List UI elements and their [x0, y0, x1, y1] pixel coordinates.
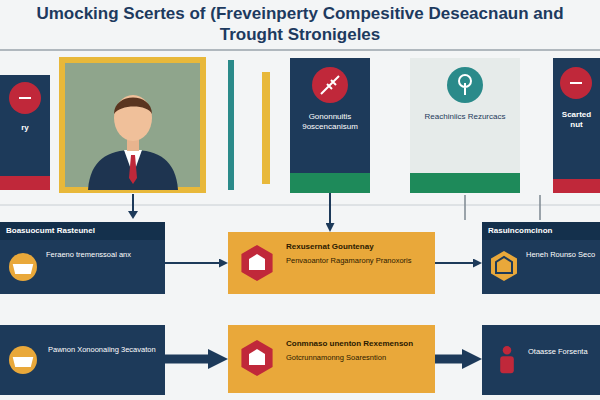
box-body: Penvaoantor Ragamarony Pranoxoris: [228, 254, 435, 273]
box-icon: [8, 252, 38, 282]
box-heading: Rasuincomcinon: [482, 222, 600, 240]
box-heading: Gononnuitis 9oscencanisum: [290, 58, 370, 137]
hexagon-icon: [491, 251, 517, 281]
info-box: Scarted nut: [553, 58, 600, 193]
box-icon: [311, 66, 349, 104]
box-body: Feraeno tremenssoal anx: [0, 240, 165, 267]
box-heading: Scarted nut: [553, 58, 600, 135]
circle-icon: [560, 67, 592, 99]
divider-bar: [228, 60, 234, 190]
divider-bar: [262, 72, 270, 184]
person-hair: [114, 98, 152, 115]
icon-glyph: [14, 265, 32, 273]
icon-glyph: [249, 254, 265, 270]
flow-arrow: [165, 355, 208, 364]
box-heading: Otaasse Forsenta: [482, 325, 600, 364]
diagram-title: Umocking Scertes of (Freveinperty Compes…: [20, 3, 580, 45]
box-icon: [8, 81, 42, 115]
box-heading: Boasuocumt Rasteunel: [0, 222, 165, 240]
info-box: Otaasse Forsenta: [482, 325, 600, 395]
hexagon-icon: [241, 245, 272, 281]
icon-glyph: [14, 358, 32, 366]
icon-glyph: [321, 76, 339, 94]
circle-icon: [9, 253, 37, 281]
flow-arrow: [165, 262, 219, 264]
info-box: Pawnon Xonoonaiing 3ecavaton: [0, 325, 165, 395]
box-icon: [488, 250, 520, 282]
person-icon: [503, 346, 512, 355]
decor-line: [464, 195, 466, 220]
box-icon: [446, 66, 484, 104]
info-box: Gononnuitis 9oscencanisum: [290, 58, 370, 193]
box-icon: [238, 339, 276, 377]
box-heading: Rexusernat Gountenay: [228, 232, 435, 254]
icon-glyph: [459, 75, 471, 95]
flow-arrow: [435, 355, 462, 364]
circle-icon: [312, 67, 348, 103]
box-body: Heneh Rounso Seco: [482, 240, 600, 267]
info-box: Boasuocumt RasteunelFeraeno tremenssoal …: [0, 222, 165, 294]
person-head: [114, 95, 152, 141]
circle-icon: [447, 67, 483, 103]
portrait-frame: [62, 60, 203, 190]
box-heading: ry: [0, 75, 50, 139]
portrait-arrowhead: [128, 211, 138, 219]
person-tie: [129, 155, 137, 184]
box-heading: Conmnaso unenton Rexemenson: [228, 325, 435, 351]
box-icon: [238, 244, 276, 282]
box-heading: Reachiniics Rezurcacs: [410, 58, 520, 128]
box-body: Gotcrunnamonng Soaresntion: [228, 351, 435, 370]
flow-arrow: [329, 193, 331, 223]
icon-glyph: [249, 349, 265, 365]
hexagon-icon: [241, 340, 272, 376]
info-box: RasuincomcinonHeneh Rounso Seco: [482, 222, 600, 294]
box-icon: [490, 341, 524, 375]
frame-line: [0, 205, 600, 206]
box-icon: [559, 66, 593, 100]
icon-glyph: [496, 257, 512, 273]
portrait-arrow: [132, 194, 134, 212]
info-box: Conmnaso unenton RexemensonGotcrunnamonn…: [228, 325, 435, 393]
icon-glyph: [570, 82, 582, 84]
info-box: Rexusernat GountenayPenvaoantor Ragamaro…: [228, 232, 435, 294]
person-suit: [88, 150, 178, 190]
info-box: Reachiniics Rezurcacs: [410, 58, 520, 193]
box-icon: [8, 345, 38, 375]
flow-arrow: [435, 262, 473, 264]
circle-icon: [9, 346, 37, 374]
frame-line: [0, 49, 600, 51]
person-icon: [500, 356, 514, 373]
circle-icon: [9, 82, 41, 114]
icon-glyph: [19, 97, 31, 99]
decor-line: [539, 195, 541, 220]
box-heading: Pawnon Xonoonaiing 3ecavaton: [0, 325, 165, 362]
info-box: ry: [0, 75, 50, 190]
